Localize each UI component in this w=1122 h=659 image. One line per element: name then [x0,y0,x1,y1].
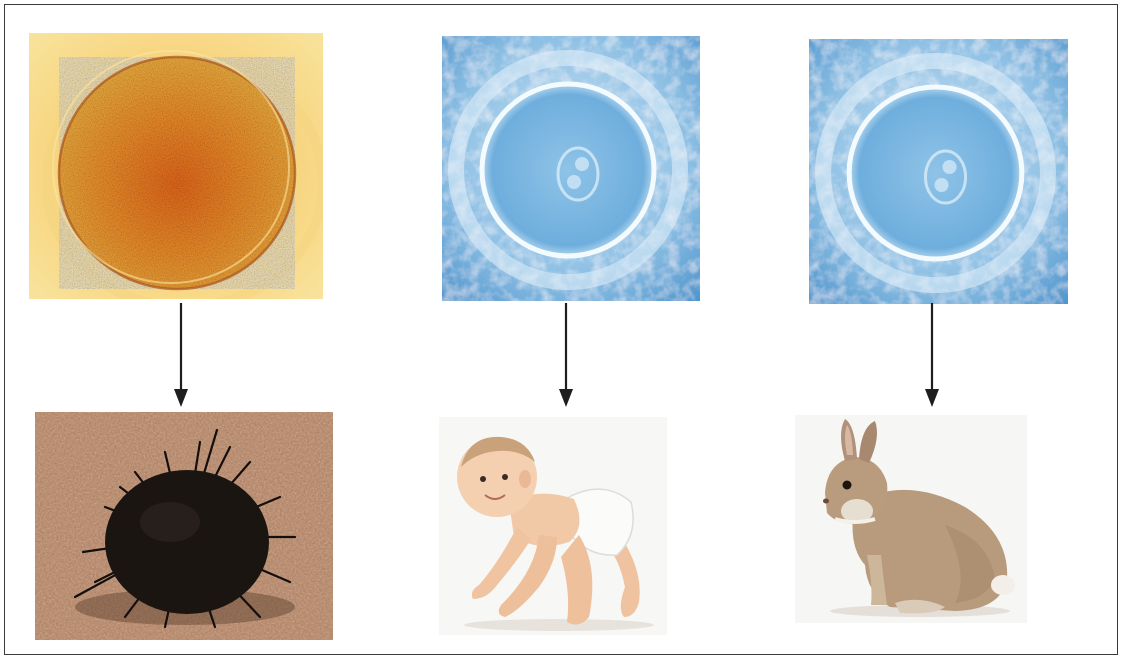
sea-urchin-image [35,412,333,640]
rabbit-image [795,415,1027,623]
arrow-down-icon [556,303,576,411]
diagram-frame [4,4,1118,655]
baby-image [439,417,667,635]
rabbit-egg-image [809,39,1068,304]
arrow-down-icon [171,303,191,411]
sea-urchin-egg-image [29,33,323,299]
human-egg-image [442,36,700,301]
arrow-down-icon [922,303,942,411]
